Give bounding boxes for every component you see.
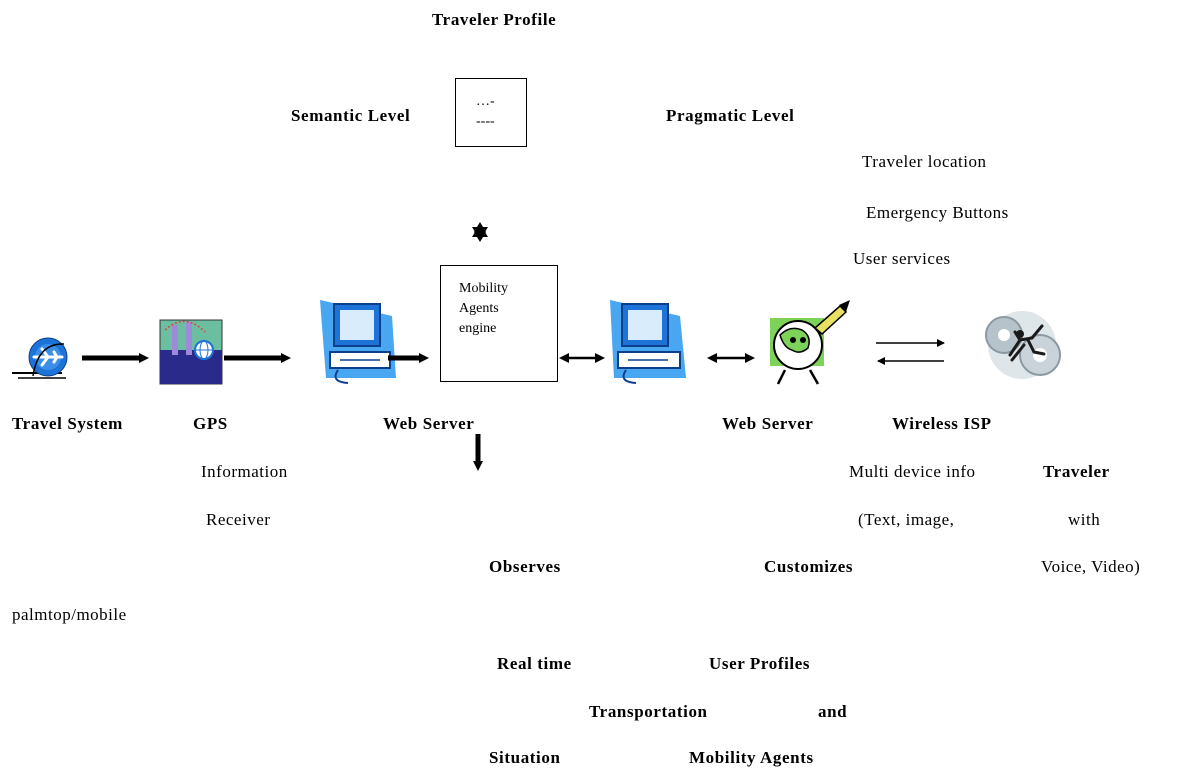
- real-time-label: Real time: [497, 654, 572, 673]
- wireless-isp-label: Wireless ISP: [892, 414, 992, 433]
- computer-icon: [610, 300, 686, 384]
- text-image-label: (Text, image,: [858, 510, 955, 529]
- and-label: and: [818, 702, 848, 721]
- multi-device-info-label: Multi device info: [849, 462, 976, 481]
- observes-label: Observes: [489, 557, 561, 576]
- situation-label: Situation: [489, 748, 561, 767]
- palmtop-mobile-label: palmtop/mobile: [12, 605, 127, 624]
- traveler-label: Traveler: [1043, 462, 1110, 481]
- gps-label: GPS: [193, 414, 228, 433]
- user-profiles-label: User Profiles: [709, 654, 811, 673]
- computer-icon: [320, 300, 396, 384]
- airplane-icon: [12, 337, 68, 379]
- transportation-label: Transportation: [589, 702, 708, 721]
- web-server-2-label: Web Server: [722, 414, 814, 433]
- gears-runner-icon: [985, 311, 1061, 379]
- engine-line2: Agents: [459, 301, 499, 316]
- service-traveler-location: Traveler location: [862, 152, 987, 171]
- customizes-label: Customizes: [764, 557, 854, 576]
- voice-video-label: Voice, Video): [1041, 557, 1141, 576]
- connector-star-icon: [472, 222, 488, 242]
- flow-arrows: [82, 353, 483, 471]
- web-server-1-label: Web Server: [383, 414, 475, 433]
- profile-box-line1: …-: [476, 94, 495, 109]
- with-label: with: [1068, 510, 1101, 529]
- semantic-level-label: Semantic Level: [291, 106, 411, 125]
- wireless-arrows: [876, 339, 945, 365]
- gps-information-label: Information: [201, 462, 288, 481]
- profile-box-line2: ----: [476, 114, 495, 129]
- service-emergency-buttons: Emergency Buttons: [866, 203, 1009, 222]
- mobility-agents-engine-box: Mobility Agents engine: [440, 265, 558, 382]
- engine-line1: Mobility: [459, 281, 509, 296]
- diagram-title: Traveler Profile: [432, 10, 557, 29]
- travel-system-label: Travel System: [12, 414, 123, 433]
- service-user-services: User services: [853, 249, 951, 268]
- pragmatic-level-label: Pragmatic Level: [666, 106, 795, 125]
- traveler-profile-box: …- ----: [455, 78, 527, 147]
- factory-globe-icon: [159, 319, 223, 385]
- gps-receiver-label: Receiver: [206, 510, 271, 529]
- mobility-agents-label: Mobility Agents: [689, 748, 814, 767]
- engine-line3: engine: [459, 321, 497, 336]
- globe-rocket-icon: [770, 300, 850, 385]
